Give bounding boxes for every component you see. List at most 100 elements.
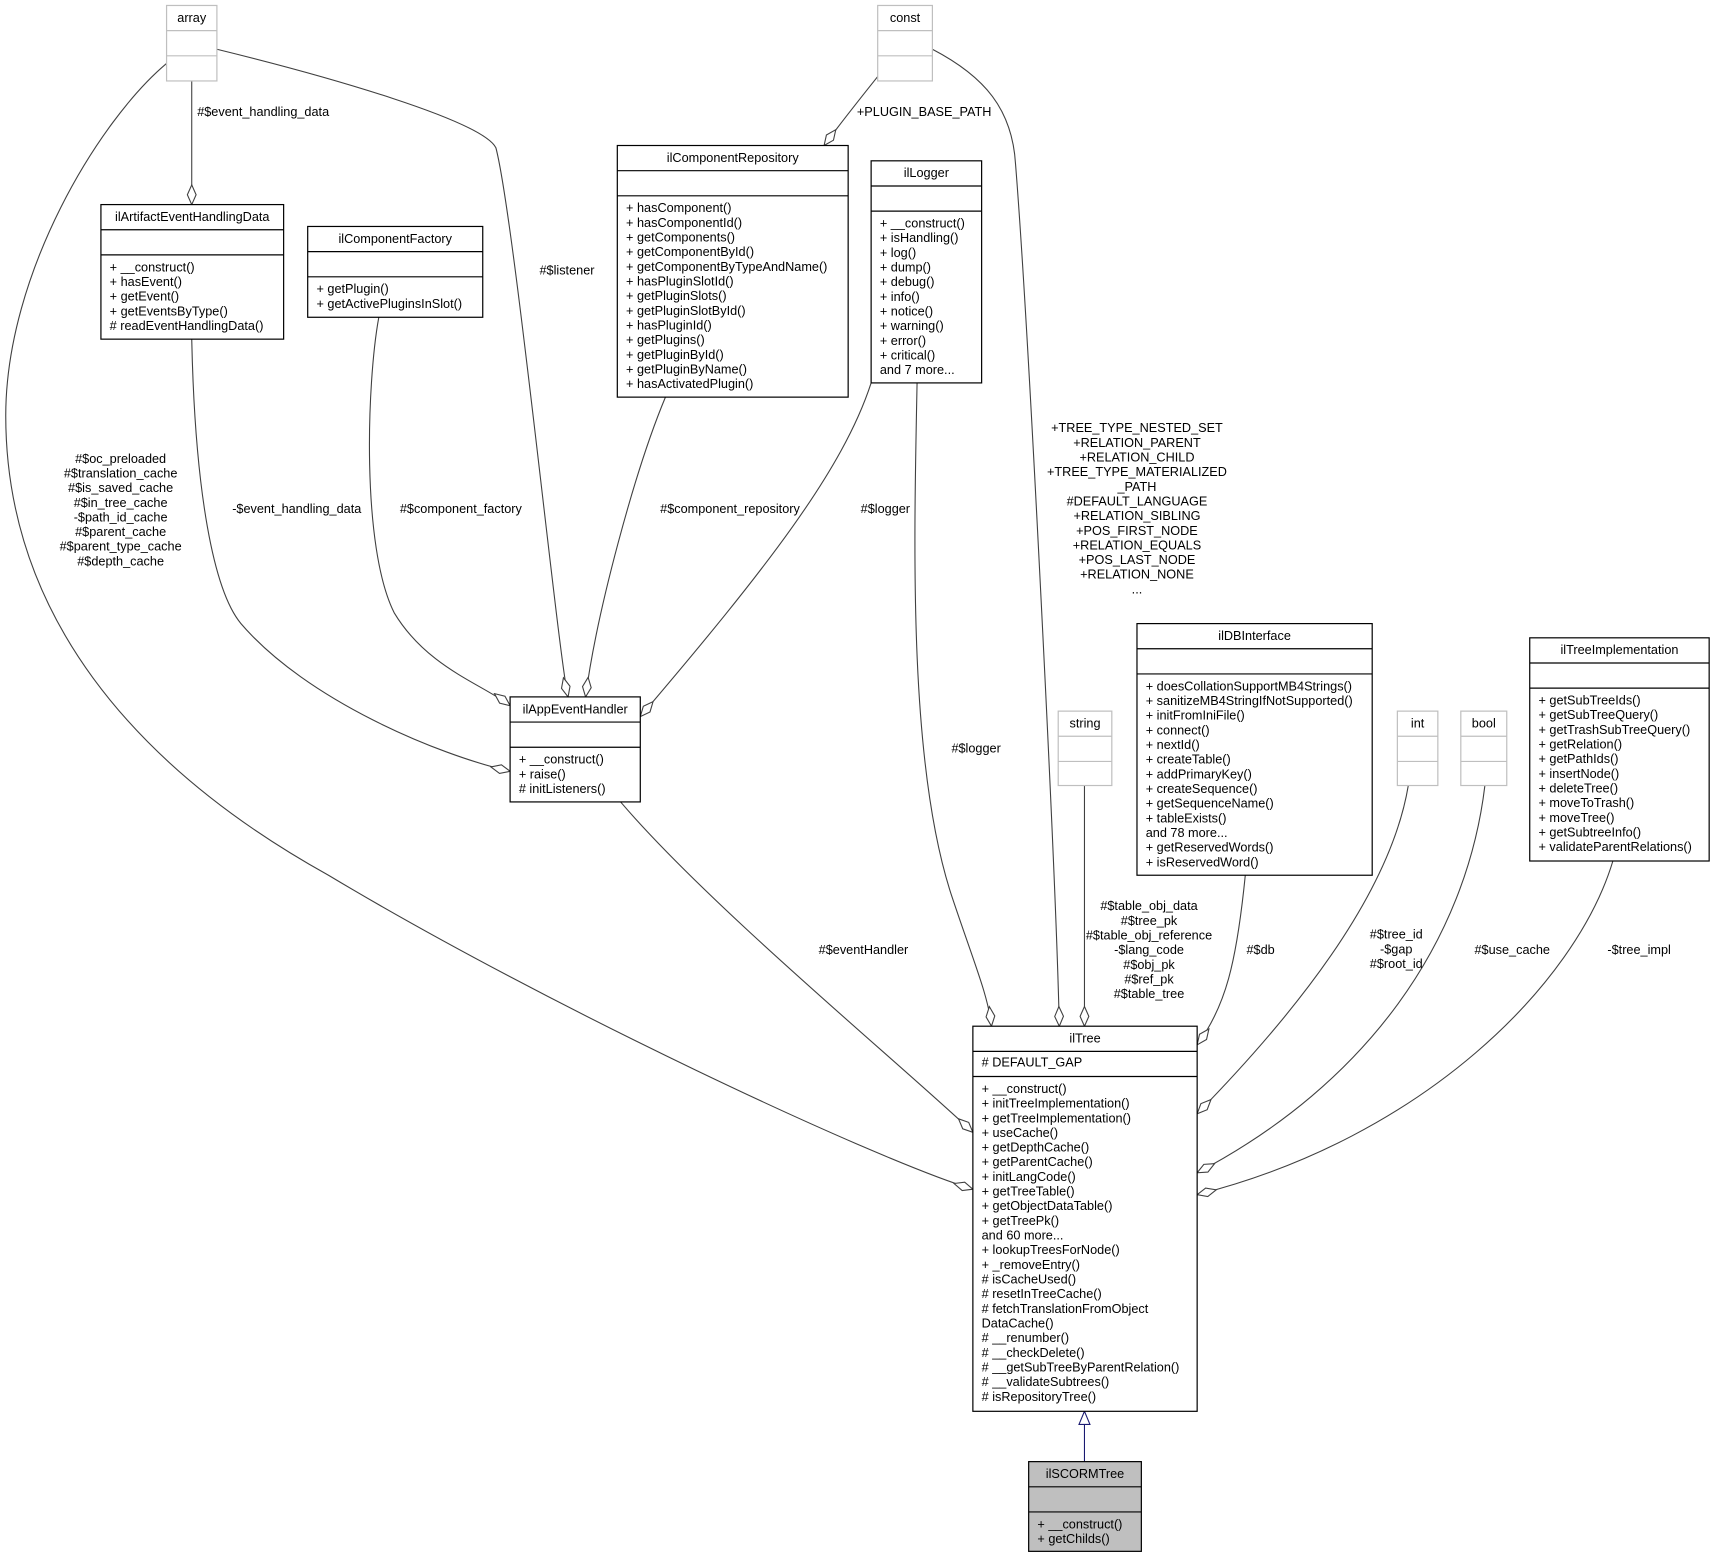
edge-label: +POS_LAST_NODE xyxy=(1079,553,1196,567)
edge-label: +PLUGIN_BASE_PATH xyxy=(857,105,992,119)
edge-label: #$use_cache xyxy=(1474,943,1549,957)
class-method: + moveTree() xyxy=(1538,811,1614,825)
class-name: ilAppEventHandler xyxy=(523,702,629,716)
edge-label: -$tree_impl xyxy=(1607,943,1670,957)
class-method: + getPathIds() xyxy=(1538,752,1618,766)
class-method: + createSequence() xyxy=(1146,782,1258,796)
class-method: + getComponents() xyxy=(626,231,735,245)
class-method: + sanitizeMB4StringIfNotSupported() xyxy=(1146,694,1353,708)
class-method: + getPlugin() xyxy=(316,282,388,296)
class-method: # __renumber() xyxy=(982,1331,1069,1345)
aggregation-edge xyxy=(1197,785,1409,1114)
class-method: and 7 more... xyxy=(880,363,955,377)
aggregation-edge xyxy=(620,801,973,1132)
class-method: + initFromIniFile() xyxy=(1146,709,1245,723)
class-node-int[interactable]: int xyxy=(1396,710,1439,787)
class-method: + _removeEntry() xyxy=(982,1258,1080,1272)
class-box xyxy=(1460,710,1508,787)
class-node-ilartifacteventhandlingdata[interactable]: ilArtifactEventHandlingData+ __construct… xyxy=(100,203,285,340)
nodes-layer: array const ilComponentRepository+ hasComp… xyxy=(100,4,1710,1552)
class-method: + moveToTrash() xyxy=(1538,796,1634,810)
class-method: + getTreeTable() xyxy=(982,1185,1075,1199)
class-method: # readEventHandlingData() xyxy=(110,319,264,333)
class-method: + hasComponent() xyxy=(626,201,731,215)
edge-label: +RELATION_CHILD xyxy=(1079,450,1194,464)
class-name: ilComponentFactory xyxy=(338,232,452,246)
class-node-iltree[interactable]: ilTree# DEFAULT_GAP+ __construct()+ init… xyxy=(972,1025,1198,1412)
class-method: + insertNode() xyxy=(1538,767,1619,781)
class-node-iltreeimplementation[interactable]: ilTreeImplementation+ getSubTreeIds()+ g… xyxy=(1529,637,1710,862)
edge-label: #$eventHandler xyxy=(819,943,909,957)
class-method: + getSubTreeQuery() xyxy=(1538,708,1658,722)
class-box xyxy=(307,225,484,318)
class-node-ilcomponentfactory[interactable]: ilComponentFactory+ getPlugin()+ getActi… xyxy=(307,225,484,318)
class-box xyxy=(165,4,218,82)
class-method: + getSubtreeInfo() xyxy=(1538,825,1641,839)
class-method: + useCache() xyxy=(982,1126,1059,1140)
aggregation-edge xyxy=(932,48,1059,1026)
edge-label: +RELATION_PARENT xyxy=(1073,436,1201,450)
edge-label: #$listener xyxy=(539,264,595,278)
class-node-array[interactable]: array xyxy=(165,4,218,82)
edge-label: #$component_repository xyxy=(660,502,800,516)
class-name: ilTreeImplementation xyxy=(1560,643,1678,657)
class-method: + getObjectDataTable() xyxy=(982,1199,1113,1213)
edge-label: #$depth_cache xyxy=(77,554,164,568)
class-name: ilArtifactEventHandlingData xyxy=(115,210,270,224)
class-box xyxy=(1396,710,1439,787)
class-method: # __getSubTreeByParentRelation() xyxy=(982,1360,1180,1374)
class-node-string[interactable]: string xyxy=(1057,710,1113,787)
class-method: + getPluginById() xyxy=(626,348,724,362)
class-box xyxy=(616,144,849,398)
class-node-illogger[interactable]: ilLogger+ __construct()+ isHandling()+ l… xyxy=(870,160,983,384)
edge-label: #$component_factory xyxy=(400,502,523,516)
class-method: + getComponentById() xyxy=(626,245,754,259)
class-node-ildbinterface[interactable]: ilDBInterface+ doesCollationSupportMB4St… xyxy=(1136,622,1373,876)
class-method: + __construct() xyxy=(880,217,965,231)
class-method: # __checkDelete() xyxy=(982,1346,1085,1360)
class-name: ilTree xyxy=(1069,1032,1100,1046)
class-method: + hasActivatedPlugin() xyxy=(626,377,753,391)
class-name: ilDBInterface xyxy=(1218,629,1291,643)
edge-label: +RELATION_SIBLING xyxy=(1073,509,1200,523)
edge-label: #$in_tree_cache xyxy=(74,496,168,510)
class-name: string xyxy=(1069,717,1100,731)
edge-label: #$table_obj_data xyxy=(1100,899,1198,913)
class-node-ilscormtree[interactable]: ilSCORMTree+ __construct()+ getChilds() xyxy=(1028,1461,1142,1552)
class-method: + __construct() xyxy=(982,1082,1067,1096)
edge-labels-layer: #$oc_preloaded#$translation_cache#$is_sa… xyxy=(60,105,1671,1001)
class-method: + validateParentRelations() xyxy=(1538,840,1691,854)
class-node-ilappeventhandler[interactable]: ilAppEventHandler+ __construct()+ raise(… xyxy=(509,696,641,803)
edges-layer xyxy=(5,48,1614,1462)
class-method: # __validateSubtrees() xyxy=(982,1375,1110,1389)
class-node-ilcomponentrepository[interactable]: ilComponentRepository+ hasComponent()+ h… xyxy=(616,144,849,398)
class-method: + getParentCache() xyxy=(982,1155,1093,1169)
class-method: + deleteTree() xyxy=(1538,782,1618,796)
edge-label: +TREE_TYPE_MATERIALIZED xyxy=(1047,465,1227,479)
class-box xyxy=(1057,710,1113,787)
class-name: array xyxy=(177,11,207,25)
class-method: + getPluginByName() xyxy=(626,363,747,377)
class-method: + getPluginSlotById() xyxy=(626,304,746,318)
class-method: + getComponentByTypeAndName() xyxy=(626,260,827,274)
edge-label: #$oc_preloaded xyxy=(75,452,166,466)
class-method: + getSequenceName() xyxy=(1146,797,1274,811)
class-method: + hasComponentId() xyxy=(626,216,742,230)
class-method: + error() xyxy=(880,334,926,348)
class-node-const[interactable]: const xyxy=(877,4,933,82)
class-name: int xyxy=(1411,717,1425,731)
aggregation-edge xyxy=(824,76,879,146)
class-method: + initTreeImplementation() xyxy=(982,1097,1130,1111)
edge-label: #$event_handling_data xyxy=(197,105,330,119)
class-box xyxy=(870,160,983,384)
edge-label: #$tree_id xyxy=(1370,928,1423,942)
class-method: DataCache() xyxy=(982,1317,1054,1331)
class-box xyxy=(509,696,641,803)
class-method: + initLangCode() xyxy=(982,1170,1076,1184)
class-method: + raise() xyxy=(519,767,566,781)
class-node-bool[interactable]: bool xyxy=(1460,710,1508,787)
aggregation-edge xyxy=(640,382,872,717)
aggregation-edge xyxy=(216,48,568,697)
class-method: + tableExists() xyxy=(1146,811,1227,825)
